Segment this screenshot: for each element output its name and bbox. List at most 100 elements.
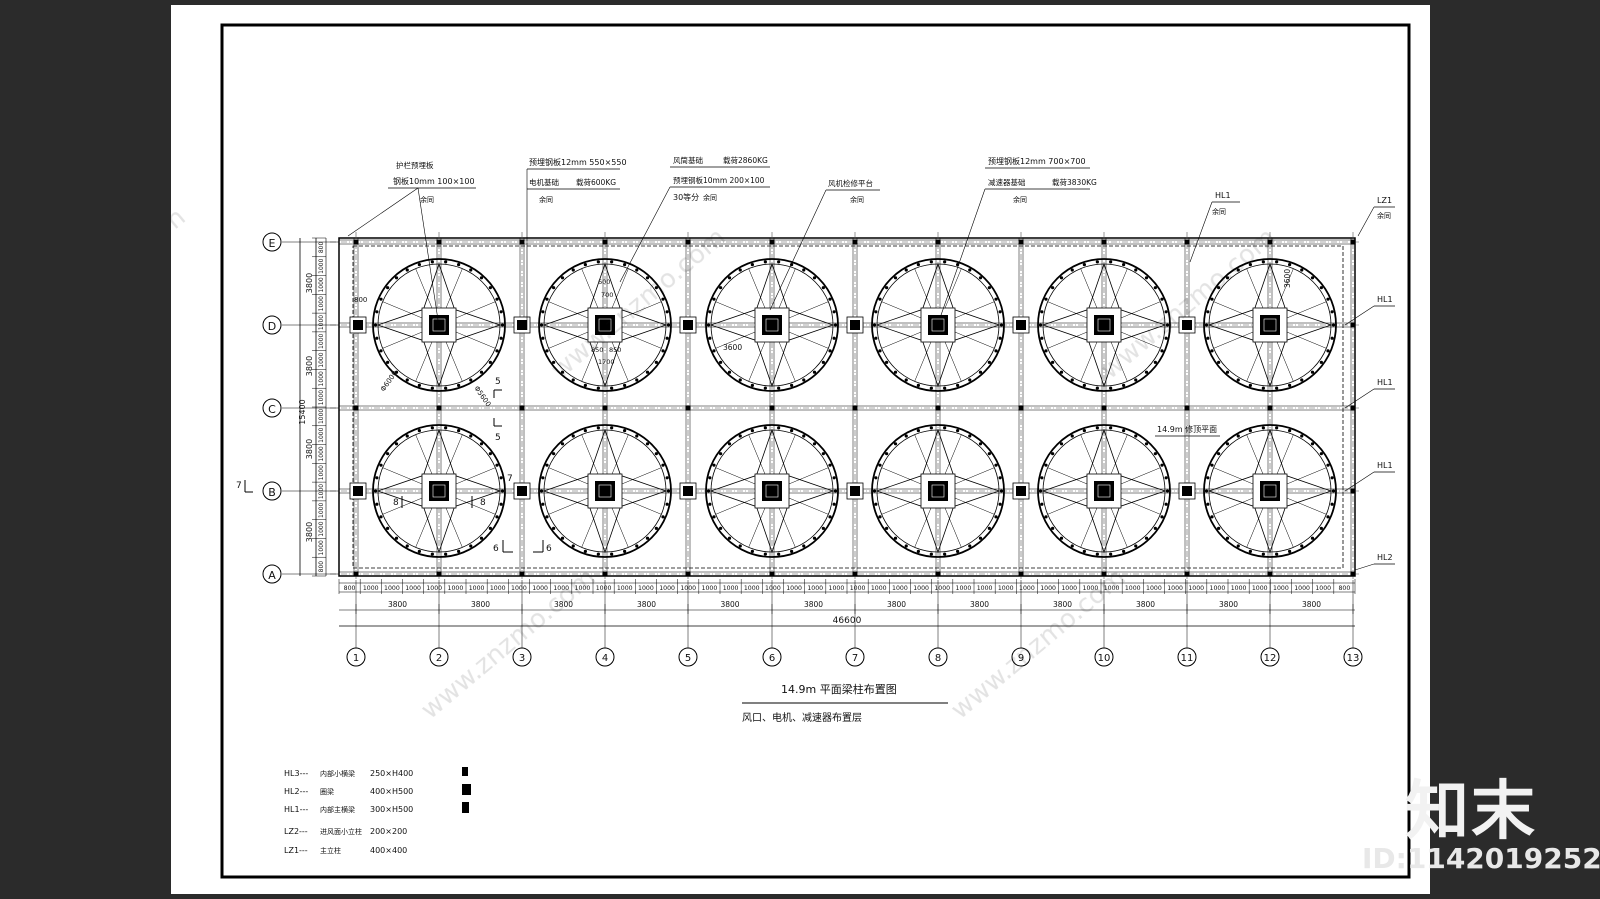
bolt-mark — [916, 549, 920, 553]
bolt-mark — [994, 515, 998, 519]
col-axis-label: 6 — [769, 653, 775, 664]
bolt-mark — [552, 526, 556, 530]
callout-embed-200: 预埋钢板10mm 200×100 — [673, 175, 765, 185]
bolt-mark — [1248, 549, 1252, 553]
bolt-mark — [1038, 489, 1043, 493]
bolt-mark — [479, 536, 484, 540]
sub-dim-text: 1000 — [318, 540, 325, 555]
beam-label-hl1: HL1 — [1377, 461, 1393, 470]
bolt-mark — [373, 489, 378, 493]
bolt-mark — [645, 536, 650, 540]
bolt-mark — [596, 426, 600, 430]
callout-load-2860: 载荷2860KG — [723, 155, 768, 165]
sub-dim-text: 1000 — [892, 585, 908, 592]
fan-unit — [1203, 424, 1337, 558]
dim-3600-vertical: 3600 — [1283, 269, 1292, 288]
reducer-plate — [432, 318, 446, 332]
bolt-mark — [1319, 286, 1323, 290]
bolt-mark — [1330, 310, 1334, 314]
bay-dim-text: 3800 — [637, 600, 656, 609]
section-mark-8: 8 — [393, 498, 399, 508]
bolt-mark — [1248, 263, 1252, 267]
row-axis-E: E — [262, 232, 282, 252]
bolt-mark — [1300, 268, 1304, 272]
watermark-logo: 知末 — [1405, 775, 1537, 849]
fan-outer-ring — [538, 258, 672, 392]
bolt-mark — [1326, 463, 1330, 467]
col-axis-bubble — [762, 647, 782, 667]
bolt-mark — [904, 434, 908, 438]
dim-850: 850 — [609, 346, 621, 354]
bolt-mark — [1217, 526, 1221, 530]
bolt-mark — [1044, 463, 1048, 467]
legend-code: LZ2--- — [284, 827, 308, 836]
bolt-mark — [832, 502, 836, 506]
bolt-mark — [1153, 360, 1157, 364]
column-dot — [1184, 322, 1190, 328]
column-dot — [1350, 405, 1356, 411]
sub-dim-text: 1000 — [553, 585, 569, 592]
bolt-mark — [373, 323, 378, 327]
bolt-mark — [417, 549, 421, 553]
bolt-mark — [812, 276, 817, 280]
bolt-mark — [379, 349, 383, 353]
bolt-mark — [1040, 310, 1044, 314]
reducer-plate — [931, 318, 945, 332]
bolt-mark — [444, 386, 448, 390]
callout-reducer-base: 减速器基础 — [988, 177, 1026, 187]
bolt-mark — [635, 268, 639, 272]
column-dot — [852, 322, 858, 328]
beam-label-hl1: HL1 — [1377, 378, 1393, 387]
bolt-mark — [495, 297, 499, 301]
bolt-mark — [1275, 426, 1279, 430]
bolt-mark — [541, 310, 545, 314]
bolt-mark — [623, 429, 627, 433]
col-axis-bubble — [1094, 647, 1114, 667]
bay-dim-text: 3800 — [1219, 600, 1238, 609]
dim-850: 850 — [591, 346, 603, 354]
bolt-mark — [552, 286, 556, 290]
bolt-mark — [929, 260, 933, 264]
column-dot — [1350, 488, 1356, 494]
bolt-mark — [583, 383, 587, 387]
bolt-mark — [1070, 544, 1074, 548]
column-dot — [436, 488, 442, 494]
column-dot — [602, 239, 608, 245]
bolt-mark — [1288, 263, 1292, 267]
bolt-mark — [1164, 502, 1168, 506]
callout-hl1-top: HL1 — [1215, 191, 1231, 200]
bolt-mark — [479, 370, 484, 374]
bolt-mark — [987, 526, 991, 530]
bolt-mark — [1059, 276, 1064, 280]
bay-dim-text: 3800 — [804, 600, 823, 609]
column-dot — [852, 488, 858, 494]
legend-size: 400×400 — [370, 846, 407, 855]
callout-fan-base: 风筒基础 — [673, 155, 703, 165]
bolt-mark — [469, 268, 473, 272]
bolt-mark — [661, 463, 665, 467]
bolt-mark — [541, 476, 545, 480]
fan-outer-ring — [705, 424, 839, 558]
bolt-mark — [666, 489, 671, 493]
bolt-mark — [1204, 489, 1209, 493]
bay-dim-text: 3800 — [1302, 600, 1321, 609]
legend-size: 250×H400 — [370, 769, 413, 778]
column-dot — [519, 488, 525, 494]
fan-outer-ring — [871, 258, 1005, 392]
bolt-mark — [394, 442, 399, 446]
bolt-mark — [666, 323, 671, 327]
sub-dim-text: 1000 — [318, 277, 325, 292]
bolt-mark — [790, 549, 794, 553]
bolt-mark — [1310, 276, 1315, 280]
sub-dim-text: 1000 — [977, 585, 993, 592]
bolt-mark — [1206, 502, 1210, 506]
bolt-mark — [916, 383, 920, 387]
bolt-mark — [665, 310, 669, 314]
bolt-mark — [488, 360, 492, 364]
bolt-mark — [1288, 549, 1292, 553]
bolt-mark — [706, 489, 711, 493]
bolt-mark — [444, 426, 448, 430]
bolt-mark — [1153, 452, 1157, 456]
bolt-mark — [394, 276, 399, 280]
